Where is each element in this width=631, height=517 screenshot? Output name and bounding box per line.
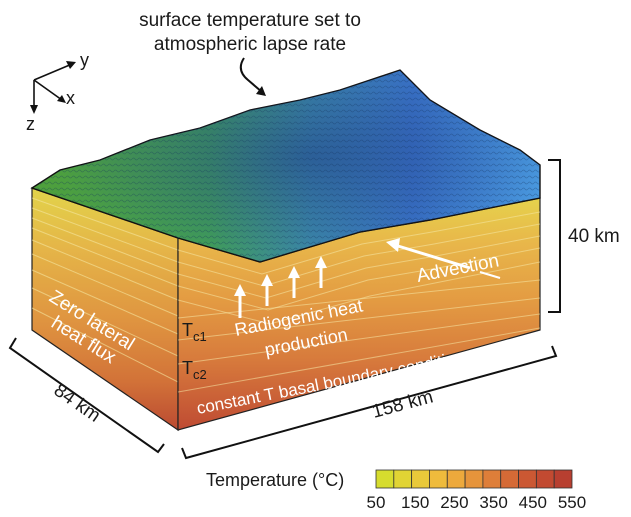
colorbar-tick-label: 50	[367, 493, 386, 512]
side-face-layers	[31, 197, 179, 383]
colorbar-tick-label: 550	[558, 493, 586, 512]
colorbar-tick-label: 450	[519, 493, 547, 512]
axis-z-label: z	[26, 114, 35, 134]
axis-x-label: x	[66, 88, 75, 108]
width-bracket	[8, 337, 165, 454]
colorbar-swatch	[464, 469, 484, 489]
colorbar-swatch	[535, 469, 555, 489]
advection-arrow-line	[397, 244, 471, 270]
colorbar-swatch	[429, 469, 448, 489]
axis-y-arrowhead	[66, 61, 76, 69]
colorbar-swatch	[500, 469, 519, 489]
header-pointer-arrowhead	[256, 86, 266, 96]
colorbar-swatch	[393, 469, 413, 489]
colorbar-swatches	[375, 469, 573, 489]
header-pointer-arrow	[239, 57, 263, 93]
width-label: 84 km	[50, 380, 104, 427]
depth-bracket	[548, 159, 561, 313]
axis-z-arrowhead	[30, 105, 38, 114]
colorbar-swatch	[553, 469, 573, 489]
top-surface-texture	[32, 70, 540, 262]
colorbar-title: Temperature (°C)	[206, 470, 344, 490]
tc1-label: Tc1	[182, 320, 207, 344]
length-label: 158 km	[370, 386, 436, 422]
colorbar-tick-label: 150	[401, 493, 429, 512]
colorbar-ticks: 50 150 250 350 450 550	[367, 493, 587, 512]
length-bracket	[181, 345, 558, 460]
colorbar-swatch	[375, 469, 395, 489]
header-line-1: surface temperature set to	[139, 10, 361, 31]
colorbar-swatch	[482, 469, 502, 489]
tc2-label: Tc2	[182, 358, 207, 382]
colorbar-swatch	[518, 469, 537, 489]
radiogenic-arrowheads	[234, 256, 327, 296]
axis-y-label: y	[80, 50, 89, 70]
colorbar-tick-label: 250	[440, 493, 468, 512]
axis-x-arrowhead	[57, 95, 66, 103]
header-line-2: atmospheric lapse rate	[154, 34, 346, 55]
colorbar-tick-label: 350	[479, 493, 507, 512]
advection-tail-line	[479, 271, 501, 279]
colorbar-swatch	[411, 469, 430, 489]
depth-label: 40 km	[568, 226, 620, 247]
advection-arrowhead	[386, 238, 400, 252]
colorbar-swatch	[446, 469, 466, 489]
